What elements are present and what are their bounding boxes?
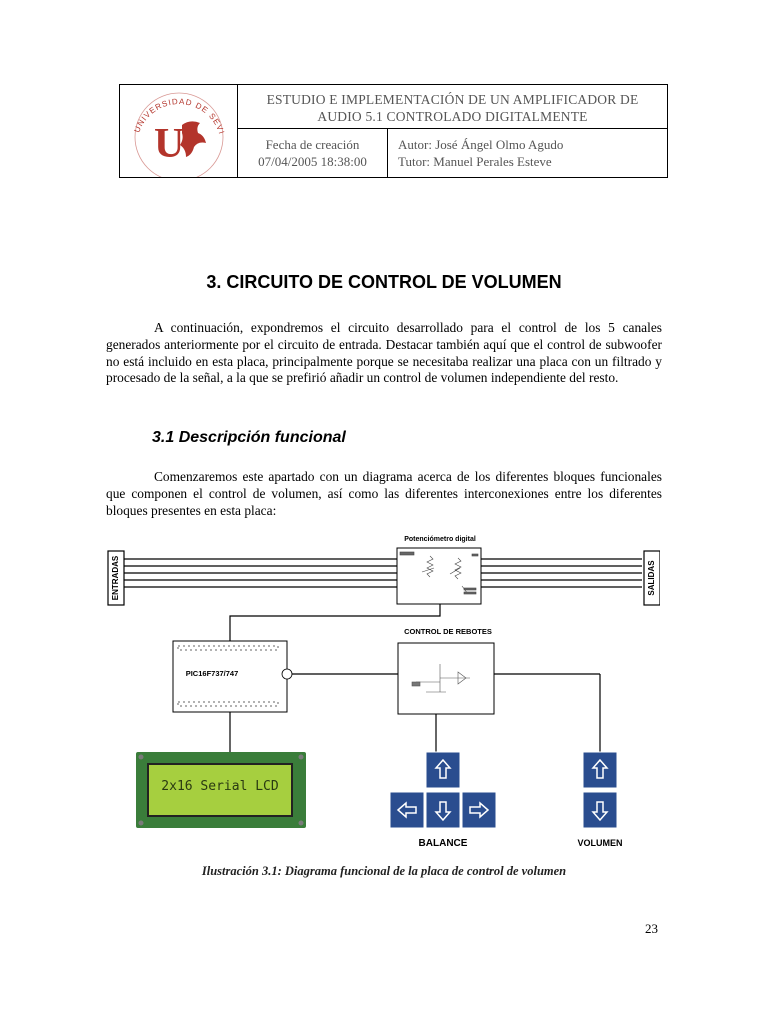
lcd-display: 2x16 Serial LCD bbox=[136, 752, 306, 828]
paragraph-description-text: Comenzaremos este apartado con un diagra… bbox=[106, 469, 662, 518]
paragraph-description: Comenzaremos este apartado con un diagra… bbox=[106, 469, 662, 519]
author-name: Autor: José Ángel Olmo Agudo bbox=[398, 136, 667, 153]
potentiometer-box bbox=[397, 548, 481, 604]
title-line-2: AUDIO 5.1 CONTROLADO DIGITALMENTE bbox=[238, 108, 667, 125]
university-logo: UNIVERSIDAD DE SEVILLA U bbox=[120, 85, 238, 177]
date-label: Fecha de creación bbox=[238, 136, 387, 153]
page-number: 23 bbox=[645, 921, 658, 937]
title-line-1: ESTUDIO E IMPLEMENTACIÓN DE UN AMPLIFICA… bbox=[238, 91, 667, 108]
lcd-text: 2x16 Serial LCD bbox=[161, 779, 279, 794]
figure-caption: Ilustración 3.1: Diagrama funcional de l… bbox=[0, 864, 768, 879]
creation-date: Fecha de creación 07/04/2005 18:38:00 bbox=[238, 129, 388, 177]
section-title: 3. CIRCUITO DE CONTROL DE VOLUMEN bbox=[0, 272, 768, 293]
rebotes-box bbox=[398, 643, 494, 714]
volumen-label: VOLUMEN bbox=[578, 838, 623, 848]
logo-icon: UNIVERSIDAD DE SEVILLA U bbox=[120, 85, 238, 177]
subsection-title: 3.1 Descripción funcional bbox=[152, 429, 346, 447]
document-title: ESTUDIO E IMPLEMENTACIÓN DE UN AMPLIFICA… bbox=[238, 85, 667, 129]
paragraph-intro-text: A continuación, expondremos el circuito … bbox=[106, 320, 662, 385]
potentiometer-label: Potenciómetro digital bbox=[404, 536, 476, 543]
functional-diagram: ENTRADAS SALIDAS Potenciómetro digital P… bbox=[100, 524, 660, 854]
pic-oscillator bbox=[282, 669, 292, 679]
authors: Autor: José Ángel Olmo Agudo Tutor: Manu… bbox=[388, 129, 667, 177]
volume-keypad bbox=[583, 752, 617, 828]
salidas-label: SALIDAS bbox=[647, 560, 656, 596]
date-value: 07/04/2005 18:38:00 bbox=[238, 153, 387, 170]
pic-label: PIC16F737/747 bbox=[186, 669, 239, 678]
tutor-name: Tutor: Manuel Perales Esteve bbox=[398, 153, 667, 170]
rebotes-label: CONTROL DE REBOTES bbox=[404, 627, 492, 636]
balance-label: BALANCE bbox=[419, 838, 468, 849]
document-header: UNIVERSIDAD DE SEVILLA U ESTUDIO E IMPLE… bbox=[119, 84, 668, 178]
logo-letter: U bbox=[154, 121, 184, 167]
balance-keypad bbox=[390, 752, 496, 828]
paragraph-intro: A continuación, expondremos el circuito … bbox=[106, 320, 662, 387]
entradas-label: ENTRADAS bbox=[111, 555, 120, 600]
signal-bus bbox=[124, 559, 642, 587]
